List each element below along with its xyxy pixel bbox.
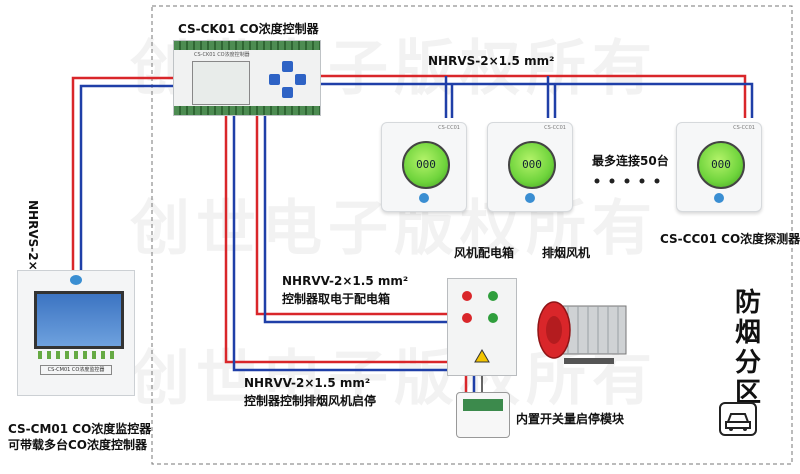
monitor-indicator-leds [38,351,118,359]
detector-lcd: 000 [697,141,745,189]
power-cable [255,114,447,324]
watermark-bottom: 创世电子版权所有 [130,344,658,414]
power-blue-wire [263,114,447,324]
control-red-wire [224,114,468,392]
power-red-wire [255,114,447,316]
control-cable-desc: 控制器控制排烟风机启停 [244,394,377,408]
detector-lcd: 000 [402,141,450,189]
bus-cable-label: NHRVS-2×1.5 mm² [428,54,555,68]
exhaust-fan-label: 排烟风机 [542,246,591,260]
logo-icon [714,193,724,203]
control-cable-label: NHRVV-2×1.5 mm² [244,376,371,390]
bus-red-wire [320,74,747,118]
controller-screen-title: CS-CK01 CO浓度控制器 [194,52,250,58]
indicator-green-icon [488,291,498,301]
controller-ck01: CS-CK01 CO浓度控制器 [173,40,321,116]
bus-blue-wire [320,82,754,118]
fan-box-label: 风机配电箱 [454,246,515,260]
co-detector-1: CS-CC01 000 [381,122,467,212]
controller-key-left [269,74,280,85]
left-cable [71,76,173,270]
detector-tag: CS-CC01 [438,125,460,131]
detector-lcd: 000 [508,141,556,189]
indicator-red-icon [462,313,472,323]
max-connect-label: 最多连接50台 [592,154,669,168]
monitor-plate: CS-CM01 CO浓度监控器 [40,365,112,375]
controller-key-up [282,61,293,72]
indicator-red-icon [462,291,472,301]
controller-terminals-bottom [174,106,320,115]
logo-icon [70,275,82,285]
co-detector-2: CS-CC01 000 [487,122,573,212]
sensor1-drop [444,76,454,118]
fan-distribution-box [447,278,517,376]
control-blue-wire [232,114,476,392]
logo-icon [419,193,429,203]
monitor-label: CS-CM01 CO浓度监控器 [8,422,152,436]
zone-char-1: 防 [735,288,762,318]
detector-model-label: CS-CC01 CO浓度探测器 [660,232,800,246]
co-detector-n: CS-CC01 000 [676,122,762,212]
exhaust-fan-icon [537,301,627,364]
left-blue-wire [79,84,173,270]
power-cable-desc: 控制器取电于配电箱 [282,292,391,306]
controller-screen [192,61,250,105]
zone-char-2: 烟 [735,318,762,348]
switch-module [456,392,510,438]
sensor2-drop [546,76,557,118]
detector-tag: CS-CC01 [733,125,755,131]
warning-icon [474,349,490,363]
controller-key-right [295,74,306,85]
ellipsis-dots-icon [594,178,660,184]
switch-module-label: 内置开关量启停模块 [516,412,625,426]
control-cable [224,114,476,392]
car-icon [719,402,757,436]
bus-cable [320,74,754,118]
terminal-block-icon [463,399,503,411]
monitor-desc: 可带载多台CO浓度控制器 [8,438,148,452]
power-cable-label: NHRVV-2×1.5 mm² [282,274,409,288]
controller-terminals-top [174,41,320,50]
detector-tag: CS-CC01 [544,125,566,131]
zone-char-3: 分 [735,348,762,378]
monitor-cm01: CS-CM01 CO浓度监控器 [17,270,135,396]
controller-label: CS-CK01 CO浓度控制器 [178,22,319,36]
controller-key-down [282,87,293,98]
indicator-green-icon [488,313,498,323]
left-red-wire [71,76,173,270]
logo-icon [525,193,535,203]
zone-border [151,5,793,465]
monitor-screen [34,291,124,349]
smoke-zone-label: 防 烟 分 区 [735,288,761,408]
